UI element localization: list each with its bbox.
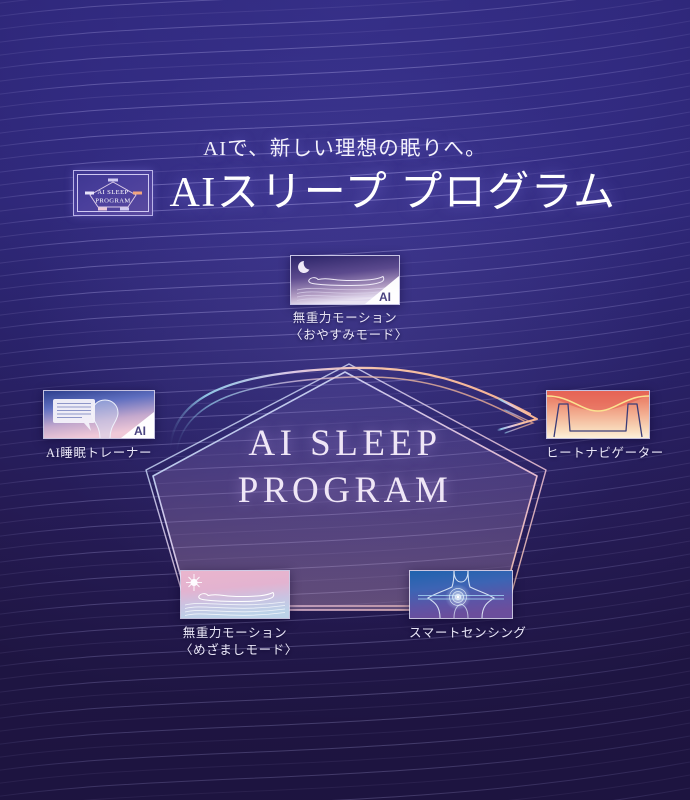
poster-header: AIで、新しい理想の眠りへ。 AI SLEEP PROGRAM AIスリープ プ… bbox=[0, 131, 690, 216]
node-heat-navigator-label: ヒートナビゲーター bbox=[546, 446, 664, 460]
node-ai-sleep-trainer[interactable]: AI AI睡眠トレーナー bbox=[43, 390, 155, 462]
svg-text:AI: AI bbox=[134, 424, 146, 438]
svg-text:AI SLEEP: AI SLEEP bbox=[98, 189, 129, 196]
node-smart-sensing-label: スマートセンシング bbox=[409, 626, 527, 640]
node-wake-mode-sublabel: 〈めざましモード〉 bbox=[180, 642, 298, 657]
node-wake-mode-caption: 無重力モーション 〈めざましモード〉 bbox=[180, 625, 298, 658]
node-sleep-mode-label: 無重力モーション bbox=[292, 311, 398, 325]
node-sleep-mode-caption: 無重力モーション 〈おやすみモード〉 bbox=[290, 310, 408, 343]
node-sleep-mode[interactable]: AI 無重力モーション 〈おやすみモード〉 bbox=[290, 255, 408, 343]
node-wake-mode[interactable]: 無重力モーション 〈めざましモード〉 bbox=[180, 570, 298, 658]
pentagon-shape bbox=[145, 363, 547, 611]
node-sleep-mode-sublabel: 〈おやすみモード〉 bbox=[290, 327, 408, 342]
chat-bubble-person-icon: AI bbox=[43, 390, 155, 439]
node-ai-sleep-trainer-label: AI睡眠トレーナー bbox=[45, 446, 153, 460]
svg-text:PROGRAM: PROGRAM bbox=[96, 198, 131, 205]
node-ai-sleep-trainer-caption: AI睡眠トレーナー bbox=[43, 445, 155, 462]
node-wake-mode-label: 無重力モーション bbox=[182, 626, 288, 640]
ai-sleep-program-badge-logo: AI SLEEP PROGRAM bbox=[73, 170, 154, 216]
title-row: AI SLEEP PROGRAM AIスリープ プログラム bbox=[0, 170, 690, 216]
heat-map-bed-icon bbox=[546, 390, 650, 439]
node-smart-sensing[interactable]: スマートセンシング bbox=[409, 570, 526, 642]
svg-text:AI: AI bbox=[379, 290, 391, 304]
sun-reclining-body-icon bbox=[180, 570, 290, 619]
node-heat-navigator[interactable]: ヒートナビゲーター bbox=[546, 390, 663, 462]
tagline: AIで、新しい理想の眠りへ。 bbox=[203, 138, 487, 160]
node-heat-navigator-caption: ヒートナビゲーター bbox=[546, 445, 663, 462]
torso-radar-sensing-icon bbox=[409, 570, 513, 619]
moon-reclining-body-icon: AI bbox=[290, 255, 400, 305]
flow-arrow bbox=[168, 366, 538, 456]
node-smart-sensing-caption: スマートセンシング bbox=[409, 625, 526, 642]
page-title: AIスリープ プログラム bbox=[169, 170, 617, 216]
